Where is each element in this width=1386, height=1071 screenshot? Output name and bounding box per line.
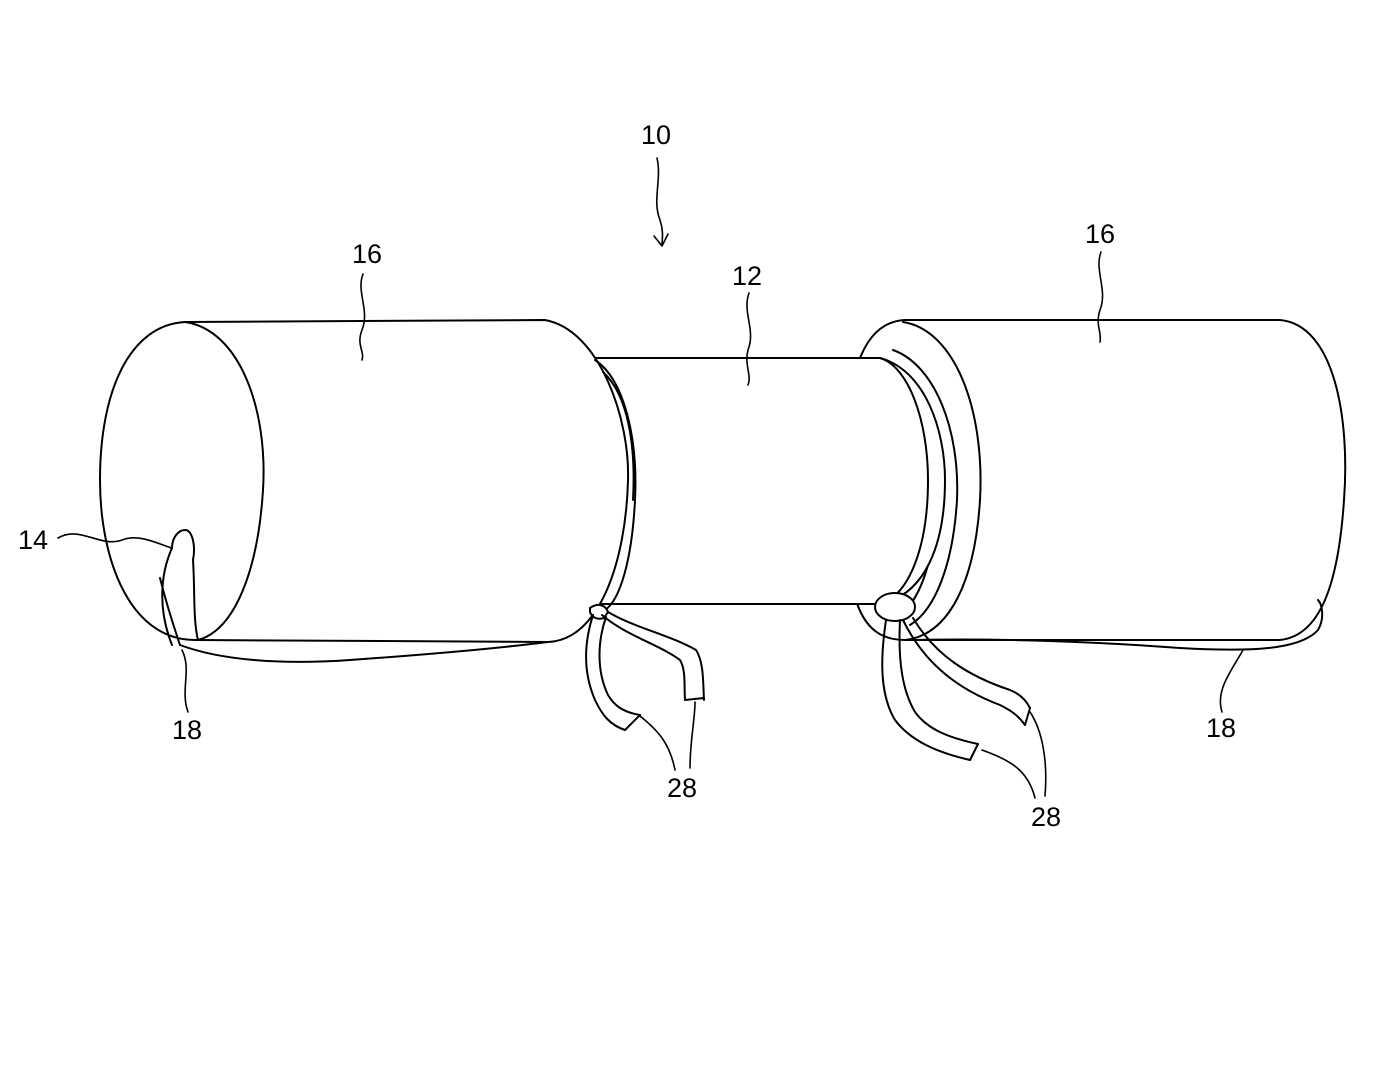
label-insertion-hole: 14 <box>18 525 48 555</box>
left-cover <box>99 319 637 663</box>
label-edge-right: 18 <box>1206 713 1236 743</box>
leader-lines <box>57 157 1244 799</box>
label-edge-left: 18 <box>172 715 202 745</box>
label-device: 10 <box>641 120 671 150</box>
label-center-tube: 12 <box>732 261 762 291</box>
left-tie-strings <box>585 603 705 731</box>
label-cover-right: 16 <box>1085 219 1115 249</box>
right-tie-strings <box>874 592 1031 761</box>
label-tie-left: 28 <box>667 773 697 803</box>
label-cover-left: 16 <box>352 239 382 269</box>
label-tie-right: 28 <box>1031 802 1061 832</box>
center-tube <box>594 357 946 605</box>
reference-numerals: 10 16 16 12 14 18 18 28 28 <box>18 120 1236 832</box>
